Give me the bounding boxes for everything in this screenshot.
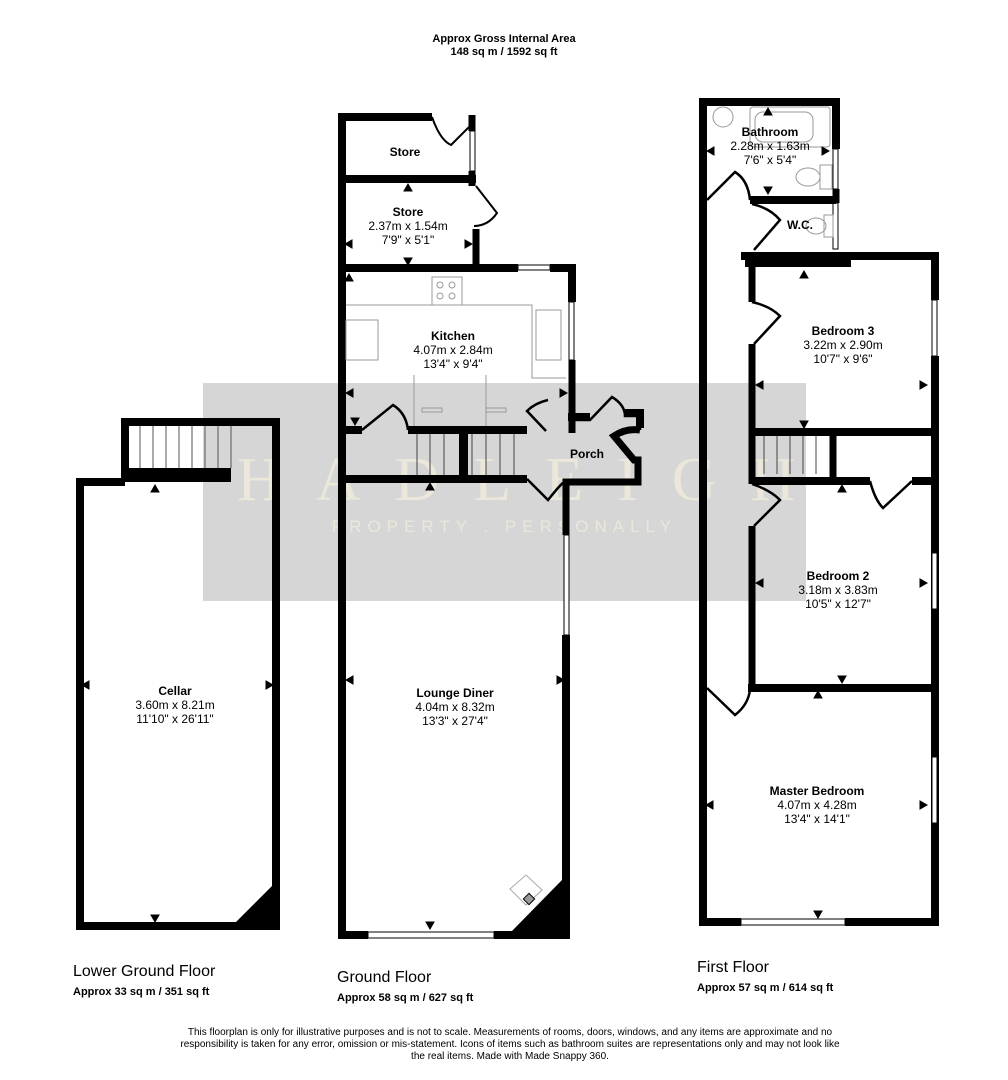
room-imperial: 10'7" x 9'6" (813, 352, 873, 366)
room-wc: W.C. (787, 218, 813, 232)
room-name: W.C. (787, 218, 813, 232)
room-kitchen: Kitchen 4.07m x 2.84m 13'4" x 9'4" (413, 329, 492, 371)
room-master-bedroom: Master Bedroom 4.07m x 4.28m 13'4" x 14'… (770, 784, 865, 826)
room-cellar: Cellar 3.60m x 8.21m 11'10" x 26'11" (135, 684, 214, 726)
room-metric: 4.07m x 4.28m (777, 798, 857, 812)
room-name: Store (389, 145, 421, 159)
room-metric: 4.07m x 2.84m (413, 343, 493, 357)
floor-title-lower-ground: Lower Ground Floor (73, 963, 216, 980)
floor-area-ground: Approx 58 sq m / 627 sq ft (337, 992, 474, 1004)
room-name: Bathroom (741, 125, 799, 139)
room-imperial: 13'4" x 14'1" (784, 812, 850, 826)
room-imperial: 13'3" x 27'4" (422, 714, 488, 728)
gross-area-title: Approx Gross Internal Area (432, 33, 576, 45)
room-bathroom: Bathroom 2.28m x 1.63m 7'6" x 5'4" (730, 125, 809, 167)
room-name: Master Bedroom (769, 784, 865, 798)
room-porch: Porch (570, 447, 604, 461)
room-imperial: 11'10" x 26'11" (136, 712, 214, 726)
room-bedroom-2: Bedroom 2 3.18m x 3.83m 10'5" x 12'7" (798, 569, 877, 611)
room-store: Store 2.37m x 1.54m 7'9" x 5'1" (368, 205, 447, 247)
room-metric: 2.28m x 1.63m (730, 139, 810, 153)
first-floor-plan (699, 98, 939, 926)
room-name: Porch (569, 447, 605, 461)
floor-title-first: First Floor (697, 959, 769, 976)
disclaimer-text: This floorplan is only for illustrative … (180, 1027, 840, 1062)
ground-floor-plan (338, 113, 644, 939)
room-imperial: 7'9" x 5'1" (381, 233, 435, 247)
room-lounge-diner: Lounge Diner 4.04m x 8.32m 13'3" x 27'4" (415, 686, 494, 728)
floor-area-lower-ground: Approx 33 sq m / 351 sq ft (73, 986, 210, 998)
floor-area-first: Approx 57 sq m / 614 sq ft (697, 982, 834, 994)
room-metric: 3.60m x 8.21m (135, 698, 215, 712)
room-metric: 3.18m x 3.83m (798, 583, 878, 597)
room-name: Store (392, 205, 424, 219)
room-imperial: 13'4" x 9'4" (423, 357, 483, 371)
gross-area-value: 148 sq m / 1592 sq ft (450, 46, 558, 58)
room-imperial: 7'6" x 5'4" (743, 153, 797, 167)
lower-ground-floor-plan (76, 418, 280, 930)
room-bedroom-3: Bedroom 3 3.22m x 2.90m 10'7" x 9'6" (803, 324, 882, 366)
room-metric: 4.04m x 8.32m (415, 700, 495, 714)
watermark-tagline: PROPERTY . PERSONALLY (331, 517, 678, 536)
room-name: Bedroom 2 (806, 569, 870, 583)
room-name: Lounge Diner (416, 686, 494, 700)
room-metric: 3.22m x 2.90m (803, 338, 883, 352)
room-name: Bedroom 3 (811, 324, 875, 338)
room-store-top: Store (390, 145, 421, 159)
gross-internal-area: Approx Gross Internal Area 148 sq m / 15… (0, 33, 1008, 59)
floor-title-ground: Ground Floor (337, 969, 432, 986)
room-name: Cellar (158, 684, 192, 698)
room-metric: 2.37m x 1.54m (368, 219, 448, 233)
room-imperial: 10'5" x 12'7" (805, 597, 871, 611)
room-name: Kitchen (430, 329, 475, 343)
